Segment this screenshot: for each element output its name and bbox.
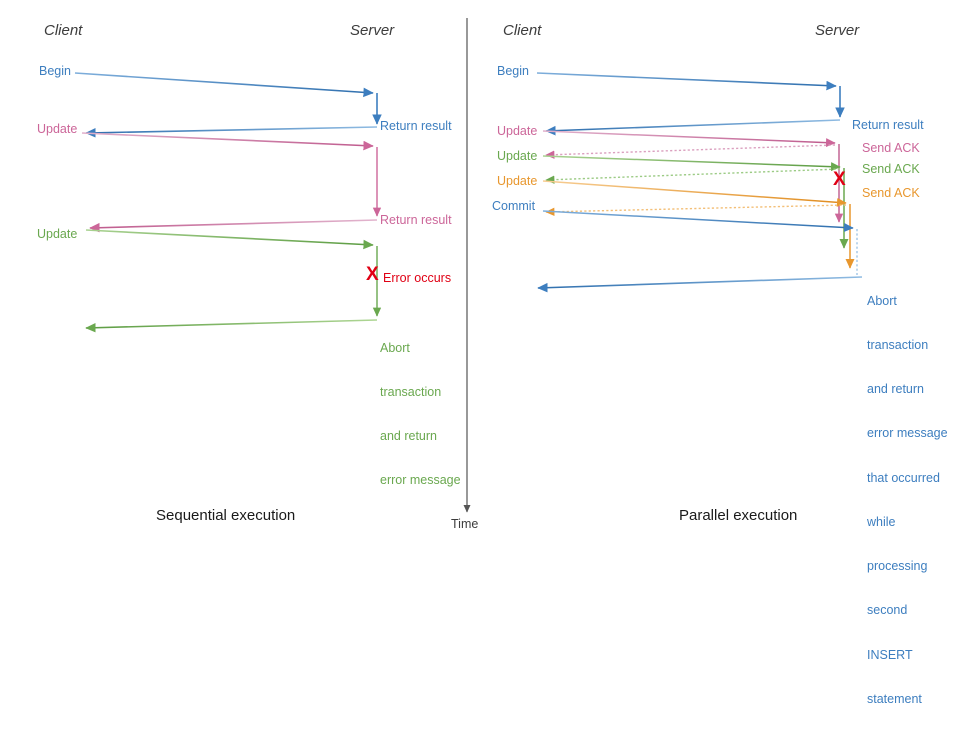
left-message-update-2: Update (37, 227, 78, 241)
right-abort-line: error message (867, 426, 948, 441)
right-error-x-icon: X (833, 169, 846, 190)
right-message-update-2: Update (497, 149, 538, 163)
diagram-wires (74, 18, 863, 513)
right-actor-server: Server (815, 22, 860, 39)
left-error-x-icon: X (366, 264, 379, 285)
left-panel-caption: Sequential execution (156, 507, 296, 524)
right-actor-client: Client (503, 22, 542, 39)
right-abort-line: that occurred (867, 470, 940, 485)
left-actor-client: Client (44, 22, 83, 39)
left-error-occurs-label: Error occurs (383, 271, 452, 285)
right-message-return-result: Return result (852, 118, 924, 132)
right-message-send-ack-1: Send ACK (862, 141, 920, 155)
right-panel-wires (536, 72, 863, 293)
left-message-return-result-2: Return result (380, 213, 452, 227)
left-abort-line: transaction (380, 384, 442, 399)
right-panel-caption: Parallel execution (679, 507, 798, 524)
left-abort-line: Abort (380, 340, 410, 355)
right-abort-line: Abort (867, 293, 897, 308)
right-abort-line: while (867, 514, 896, 529)
left-abort-block: Abort transaction and return error messa… (380, 311, 461, 518)
right-message-update-1: Update (497, 124, 538, 138)
left-actor-server: Server (350, 22, 395, 39)
time-axis-label: Time (451, 517, 479, 531)
right-abort-line: second (867, 603, 908, 618)
right-abort-line: processing (867, 559, 928, 573)
right-message-begin: Begin (497, 64, 529, 78)
left-abort-line: and return (380, 429, 437, 443)
right-abort-line: statement (867, 691, 922, 706)
right-message-commit: Commit (492, 199, 536, 213)
left-message-return-result-1: Return result (380, 119, 452, 133)
right-message-update-3: Update (497, 174, 538, 188)
right-abort-line: transaction (867, 337, 929, 352)
right-abort-block: Abort transaction and return error messa… (867, 264, 948, 736)
right-abort-line: and return (867, 382, 924, 396)
left-abort-line: error message (380, 473, 461, 488)
right-message-send-ack-3: Send ACK (862, 186, 920, 200)
left-message-begin: Begin (39, 64, 71, 78)
sequence-diagram-canvas: Client Server Begin Update Update Return… (37, 18, 948, 706)
right-abort-line: INSERT (867, 647, 913, 662)
right-message-send-ack-2: Send ACK (862, 162, 920, 176)
left-panel-wires (74, 72, 382, 333)
left-message-update-1: Update (37, 122, 78, 136)
